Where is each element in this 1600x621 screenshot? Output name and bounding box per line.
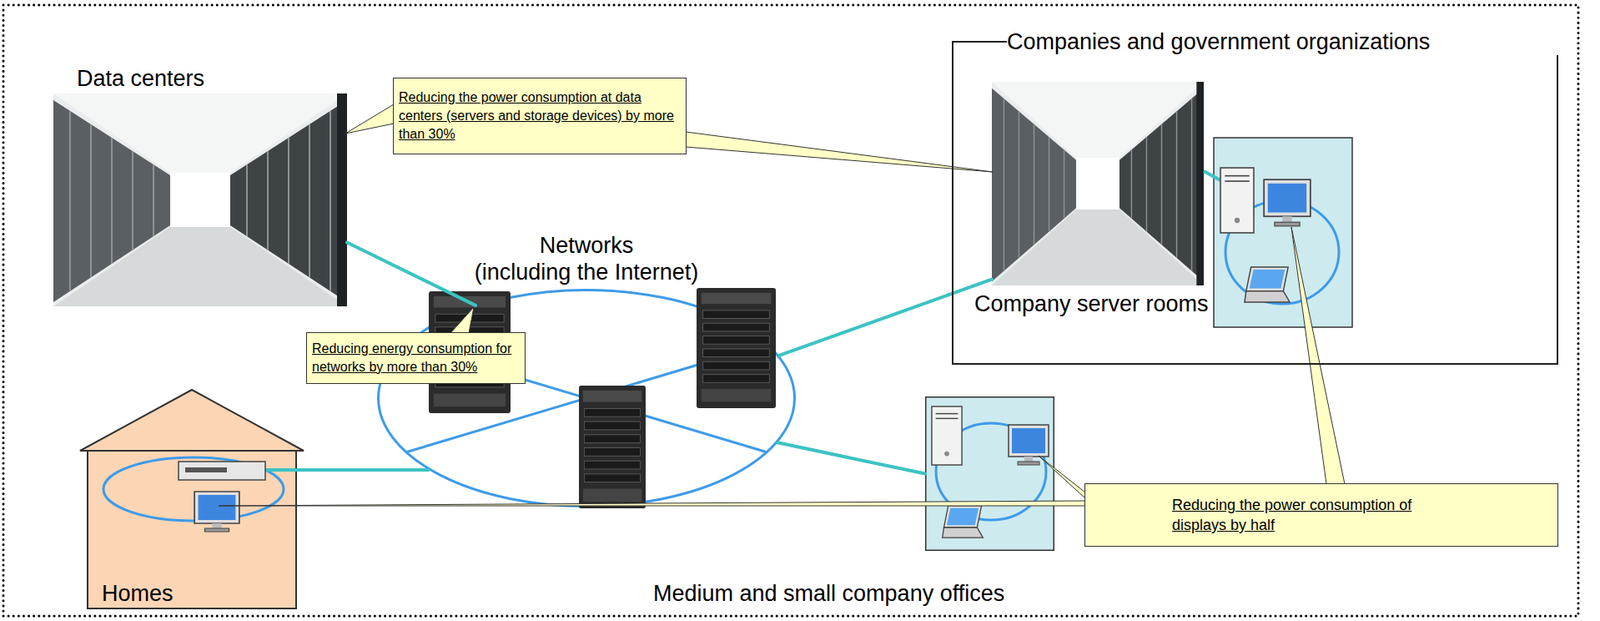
label-holder: Company server rooms bbox=[974, 290, 1209, 317]
network-ring bbox=[378, 290, 795, 507]
callout-pointer bbox=[685, 131, 993, 172]
router-icon bbox=[428, 287, 776, 509]
label-holder: Networks(including the Internet) bbox=[310, 231, 863, 286]
house-roof bbox=[80, 389, 304, 451]
home-devices bbox=[103, 457, 306, 532]
node-label: Company server rooms bbox=[974, 290, 1209, 317]
router-icon bbox=[578, 385, 646, 509]
home-house: Homes bbox=[79, 388, 305, 610]
callout-pointer bbox=[218, 500, 1086, 506]
server-room-node: Company server rooms bbox=[991, 81, 1204, 286]
small-office-pc-group bbox=[931, 406, 962, 465]
office-box-outline bbox=[925, 396, 1055, 551]
home-house-outline bbox=[79, 388, 305, 610]
small-office-pc-group bbox=[931, 406, 1049, 538]
node-label: Data centers bbox=[76, 65, 205, 92]
callout-pointer bbox=[218, 104, 1345, 506]
network-link bbox=[347, 242, 476, 306]
house-wall bbox=[87, 450, 297, 609]
label-holder: Medium and small company offices bbox=[653, 579, 1005, 607]
home-devices bbox=[103, 457, 284, 521]
callout-pointer bbox=[450, 306, 474, 333]
callout-box: Reducing energy consumption for networks… bbox=[306, 332, 526, 384]
network-link bbox=[304, 467, 429, 472]
dotted-frame bbox=[3, 5, 1579, 616]
office-pc-group bbox=[1244, 266, 1290, 302]
office-pc-group bbox=[1203, 171, 1221, 181]
label-holder: Homes bbox=[101, 579, 174, 607]
callout-pointer bbox=[1038, 455, 1086, 499]
network-cloud: Networks(including the Internet) bbox=[377, 288, 796, 508]
callout-pointer bbox=[1291, 226, 1345, 484]
office-pc-group bbox=[1220, 167, 1254, 233]
callout-text: Reducing the power consumption at data c… bbox=[398, 88, 681, 144]
server-room-photo bbox=[991, 81, 1204, 286]
label-holder: Companies and government organizations bbox=[1006, 28, 1560, 56]
network-link bbox=[777, 442, 926, 473]
callout-box: Reducing the power consumption at data c… bbox=[392, 77, 687, 155]
node-label: (including the Internet) bbox=[310, 258, 863, 286]
home-devices bbox=[263, 467, 306, 472]
small-office-pc-group bbox=[942, 505, 984, 538]
network-link bbox=[779, 279, 992, 356]
office-pc-group bbox=[1263, 179, 1311, 227]
data-center-photo bbox=[53, 93, 348, 307]
node-label: Networks bbox=[310, 231, 863, 259]
callout-text: Reducing the power consumption of displa… bbox=[1172, 494, 1421, 535]
home-devices bbox=[194, 491, 240, 532]
callout-box: Reducing the power consumption of displa… bbox=[1084, 483, 1559, 547]
office-box: Medium and small company offices bbox=[925, 396, 1055, 551]
office-pc-group bbox=[1203, 137, 1353, 328]
office-pc-group bbox=[1213, 137, 1353, 328]
node-label: Companies and government organizations bbox=[1006, 28, 1560, 56]
callout-text: Reducing energy consumption for networks… bbox=[311, 339, 520, 377]
router-icon bbox=[696, 287, 776, 408]
office-panel bbox=[925, 397, 1055, 551]
network-cloud-outline bbox=[377, 288, 796, 508]
callout-pointer bbox=[345, 104, 394, 134]
node-label: Medium and small company offices bbox=[653, 579, 1005, 607]
home-devices bbox=[185, 467, 227, 473]
label-holder: Data centers bbox=[76, 65, 205, 92]
home-devices bbox=[178, 461, 266, 480]
node-label: Homes bbox=[101, 579, 174, 607]
organization-frame: Companies and government organizationsCo… bbox=[951, 40, 1559, 365]
data-center-node: Data centers bbox=[53, 93, 348, 307]
